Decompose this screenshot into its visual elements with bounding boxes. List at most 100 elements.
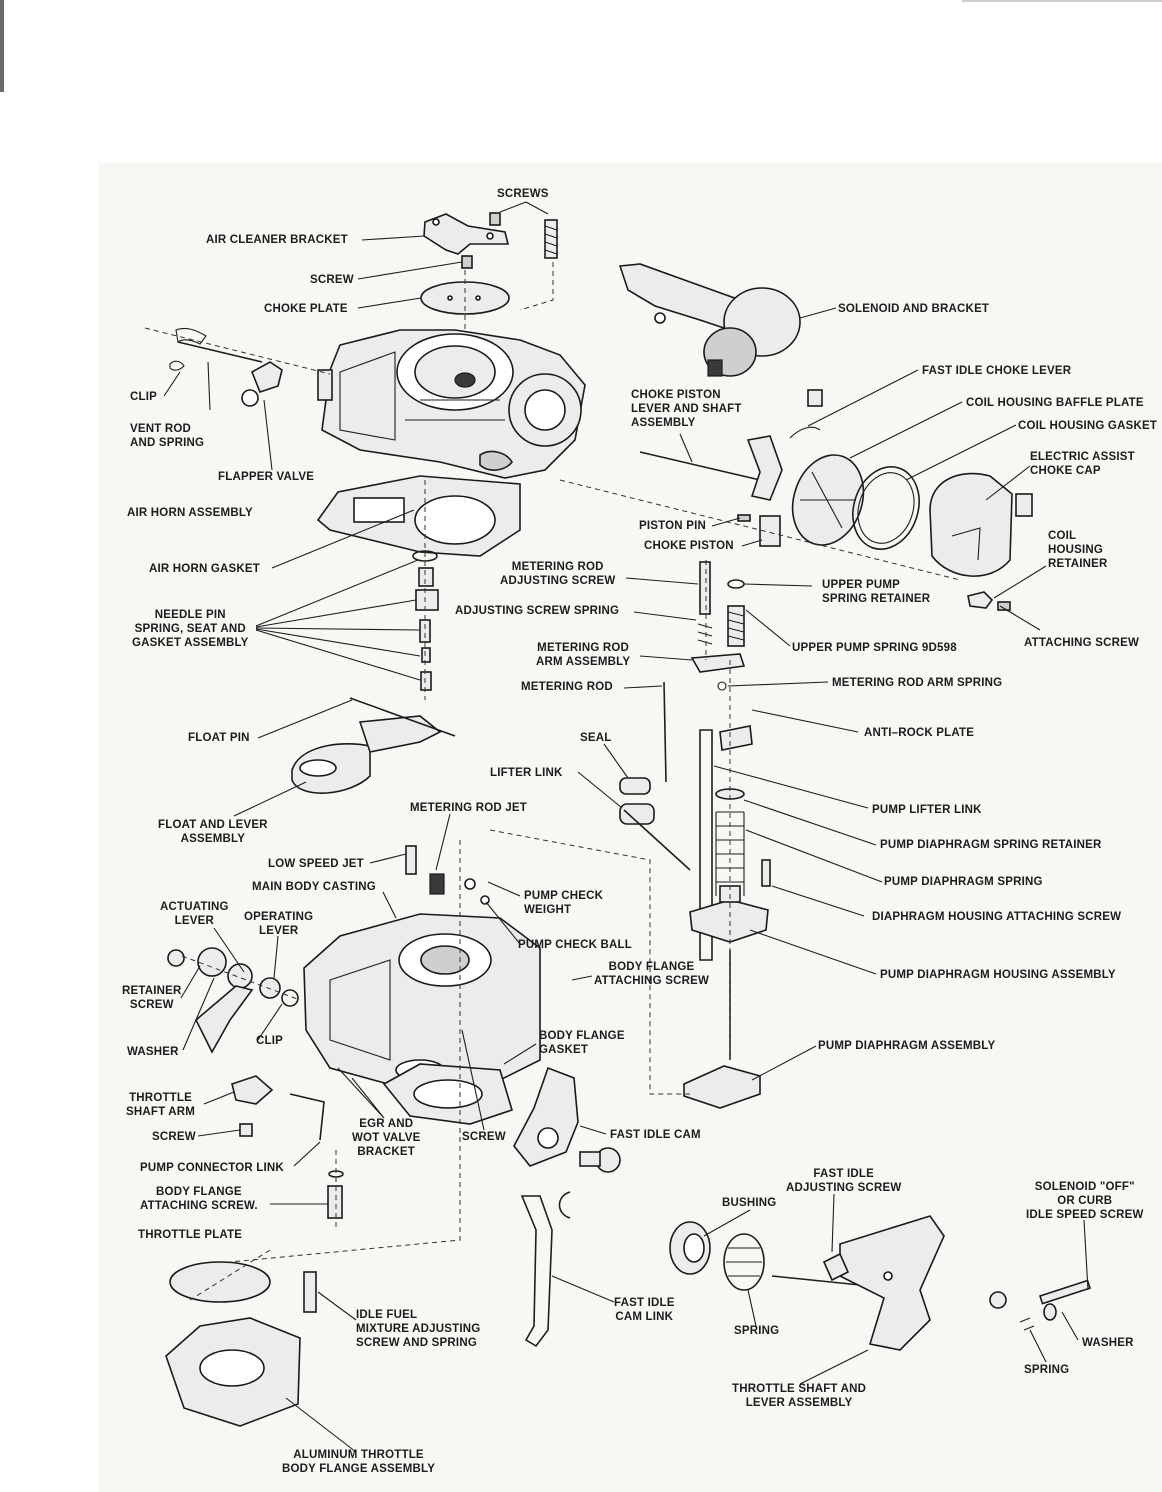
label-clip-top: CLIP — [130, 391, 157, 403]
air-cleaner-bracket-part — [423, 213, 510, 255]
label-upper-pump-spring-retainer: UPPER PUMP SPRING RETAINER — [822, 579, 931, 605]
bushing-and-spring-part — [669, 1221, 765, 1291]
label-pump-diaphragm-housing-assembly: PUMP DIAPHRAGM HOUSING ASSEMBLY — [880, 969, 1116, 981]
label-retainer-screw: RETAINER SCREW — [122, 985, 182, 1011]
label-solenoid-and-bracket: SOLENOID AND BRACKET — [838, 303, 990, 315]
label-piston-pin: PISTON PIN — [639, 520, 706, 532]
label-low-speed-jet: LOW SPEED JET — [268, 858, 364, 870]
scan-edge — [0, 0, 4, 92]
label-screw-mid-left: SCREW — [152, 1131, 196, 1143]
label-screw-mid-center: SCREW — [462, 1131, 506, 1143]
pump-spring-stack-part — [689, 788, 771, 943]
coil-housing-retainer-part — [967, 591, 1011, 611]
label-pump-diaphragm-assembly: PUMP DIAPHRAGM ASSEMBLY — [818, 1040, 996, 1052]
label-throttle-plate: THROTTLE PLATE — [138, 1229, 243, 1241]
label-needle-pin-assembly: NEEDLE PIN SPRING, SEAT AND GASKET ASSEM… — [132, 609, 249, 649]
coil-housing-gasket-part — [852, 466, 920, 550]
label-screw-top: SCREW — [310, 274, 354, 286]
throttle-shaft-arm-part — [231, 1075, 325, 1141]
throttle-shaft-and-lever-part — [771, 1215, 1007, 1351]
label-throttle-shaft-arm: THROTTLE SHAFT ARM — [126, 1092, 196, 1118]
label-pump-connector-link: PUMP CONNECTOR LINK — [140, 1162, 284, 1174]
label-lifter-link: LIFTER LINK — [490, 767, 563, 779]
label-vent-rod-and-spring: VENT ROD AND SPRING — [130, 423, 205, 449]
main-body-casting-part — [303, 845, 541, 1091]
label-coil-housing-retainer: COIL HOUSING RETAINER — [1048, 530, 1108, 570]
electric-assist-choke-cap-part — [929, 472, 1033, 577]
label-spring-center: SPRING — [734, 1325, 780, 1337]
label-body-flange-attaching-screw-left: BODY FLANGE ATTACHING SCREW. — [140, 1186, 258, 1212]
label-metering-rod-arm-spring: METERING ROD ARM SPRING — [832, 677, 1003, 689]
label-fast-idle-cam: FAST IDLE CAM — [610, 1129, 701, 1141]
label-pump-check-ball: PUMP CHECK BALL — [518, 939, 632, 951]
label-throttle-shaft-and-lever: THROTTLE SHAFT AND LEVER ASSEMBLY — [732, 1383, 867, 1409]
label-bushing: BUSHING — [722, 1197, 777, 1209]
body-flange-gasket-part — [382, 1063, 513, 1125]
label-screws: SCREWS — [497, 188, 549, 200]
label-anti-rock-plate: ANTI–ROCK PLATE — [864, 727, 975, 739]
label-choke-piston-lever: CHOKE PISTON LEVER AND SHAFT ASSEMBLY — [631, 389, 742, 429]
float-and-lever-part — [291, 697, 456, 794]
label-clip-mid: CLIP — [256, 1035, 283, 1047]
screw-top-part — [461, 255, 473, 269]
label-upper-pump-spring: UPPER PUMP SPRING 9D598 — [792, 642, 957, 654]
label-float-and-lever-assembly: FLOAT AND LEVER ASSEMBLY — [158, 819, 268, 845]
choke-piston-lever-part — [639, 389, 823, 501]
levers-left-part — [167, 947, 299, 1054]
label-air-horn-gasket: AIR HORN GASKET — [149, 563, 260, 575]
solenoid-and-bracket-part — [618, 263, 801, 377]
lifter-link-part — [619, 729, 713, 961]
piston-part — [737, 514, 781, 547]
label-metering-rod-arm-assembly: METERING ROD ARM ASSEMBLY — [536, 642, 631, 668]
metering-rod-adjusting-stack-part — [663, 561, 753, 783]
label-air-horn-assembly: AIR HORN ASSEMBLY — [127, 507, 253, 519]
fast-idle-cam-part — [513, 1066, 621, 1173]
curb-idle-screw-part — [1019, 1279, 1092, 1331]
label-attaching-screw: ATTACHING SCREW — [1024, 637, 1140, 649]
label-pump-diaphragm-spring-retainer: PUMP DIAPHRAGM SPRING RETAINER — [880, 839, 1102, 851]
body-flange-screw-left-part — [327, 1170, 344, 1219]
label-coil-housing-gasket: COIL HOUSING GASKET — [1018, 420, 1158, 432]
label-washer-right: WASHER — [1082, 1337, 1134, 1349]
needle-seat-stack-part — [412, 550, 439, 691]
leader-lines — [163, 201, 1089, 1453]
label-washer-left: WASHER — [127, 1046, 179, 1058]
label-air-cleaner-bracket: AIR CLEANER BRACKET — [206, 234, 348, 246]
label-metering-rod-jet: METERING ROD JET — [410, 802, 527, 814]
label-egr-and-wot-valve-bracket: EGR AND WOT VALVE BRACKET — [352, 1118, 421, 1158]
label-adjusting-screw-spring: ADJUSTING SCREW SPRING — [455, 605, 620, 617]
label-fast-idle-adjusting-screw: FAST IDLE ADJUSTING SCREW — [786, 1168, 902, 1194]
label-pump-diaphragm-spring: PUMP DIAPHRAGM SPRING — [884, 876, 1043, 888]
label-choke-piston: CHOKE PISTON — [644, 540, 734, 552]
label-spring-right: SPRING — [1024, 1364, 1070, 1376]
vent-rod-and-spring-part — [169, 327, 263, 371]
label-fast-idle-choke-lever: FAST IDLE CHOKE LEVER — [922, 365, 1072, 377]
label-coil-housing-baffle-plate: COIL HOUSING BAFFLE PLATE — [966, 397, 1144, 409]
air-horn-gasket-part — [316, 475, 521, 557]
throttle-plate-part — [169, 1261, 271, 1303]
label-diaphragm-housing-attaching-screw: DIAPHRAGM HOUSING ATTACHING SCREW — [872, 911, 1122, 923]
scan-top-line — [962, 0, 1162, 2]
label-fast-idle-cam-link: FAST IDLE CAM LINK — [614, 1297, 675, 1323]
idle-fuel-mixture-part — [303, 1271, 317, 1313]
label-idle-fuel-mixture: IDLE FUEL MIXTURE ADJUSTING SCREW AND SP… — [356, 1309, 481, 1349]
label-choke-plate: CHOKE PLATE — [264, 303, 348, 315]
label-body-flange-gasket: BODY FLANGE GASKET — [539, 1030, 625, 1056]
label-seal: SEAL — [580, 732, 612, 744]
label-metering-rod-adjusting-screw: METERING ROD ADJUSTING SCREW — [500, 561, 616, 587]
label-pump-lifter-link: PUMP LIFTER LINK — [872, 804, 982, 816]
label-electric-assist-choke-cap: ELECTRIC ASSIST CHOKE CAP — [1030, 451, 1135, 477]
label-metering-rod: METERING ROD — [521, 681, 613, 693]
flapper-valve-part — [241, 361, 333, 407]
label-float-pin: FLOAT PIN — [188, 732, 250, 744]
label-solenoid-off-curb: SOLENOID "OFF" OR CURB IDLE SPEED SCREW — [1026, 1181, 1144, 1221]
label-flapper-valve: FLAPPER VALVE — [218, 471, 315, 483]
screws-part — [489, 212, 558, 259]
fast-idle-cam-link-part — [520, 1191, 571, 1348]
alignment-lines — [144, 262, 961, 1301]
label-aluminum-throttle-body: ALUMINUM THROTTLE BODY FLANGE ASSEMBLY — [282, 1449, 436, 1475]
air-horn-assembly-part — [321, 329, 586, 479]
label-actuating-lever: ACTUATING LEVER — [160, 901, 229, 927]
label-main-body-casting: MAIN BODY CASTING — [252, 881, 376, 893]
